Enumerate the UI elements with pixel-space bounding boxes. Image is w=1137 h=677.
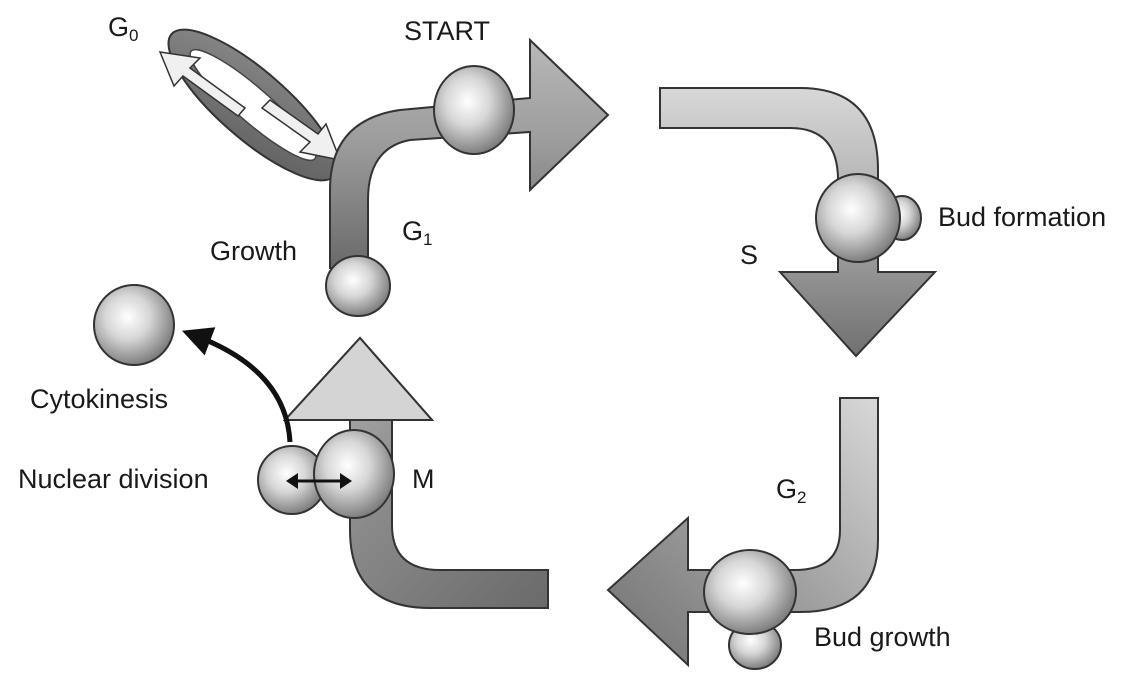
bud-growth-cell [703,549,797,635]
m-arrow [282,336,549,609]
g1-label: G1 [402,216,433,249]
g0-loop [158,28,342,182]
g0-arrow-in [260,99,342,162]
m-label: M [412,464,435,494]
cytokinesis-cell [93,284,175,366]
s-label: S [740,240,759,270]
g2-arrow [606,397,879,668]
g0-label: G0 [108,12,139,45]
cytokinesis-label: Cytokinesis [30,384,169,414]
nuclear-division-cell-right [313,429,395,519]
growth-label: Growth [210,236,298,266]
bud-formation-cell [815,173,901,263]
bud-growth-label: Bud growth [814,622,951,652]
g1-arrow [329,37,610,269]
nuclear-division-double-arrow [286,473,352,489]
growth-cell [325,255,391,317]
bud-formation-label: Bud formation [938,202,1107,232]
start-cell [433,65,515,155]
cytokinesis-arrow [181,327,293,443]
nuclear-division-label: Nuclear division [18,464,209,494]
g0-arrow-out [158,51,247,118]
start-label: START [404,16,491,46]
s-arrow [659,87,938,358]
g2-label: G2 [776,474,807,507]
